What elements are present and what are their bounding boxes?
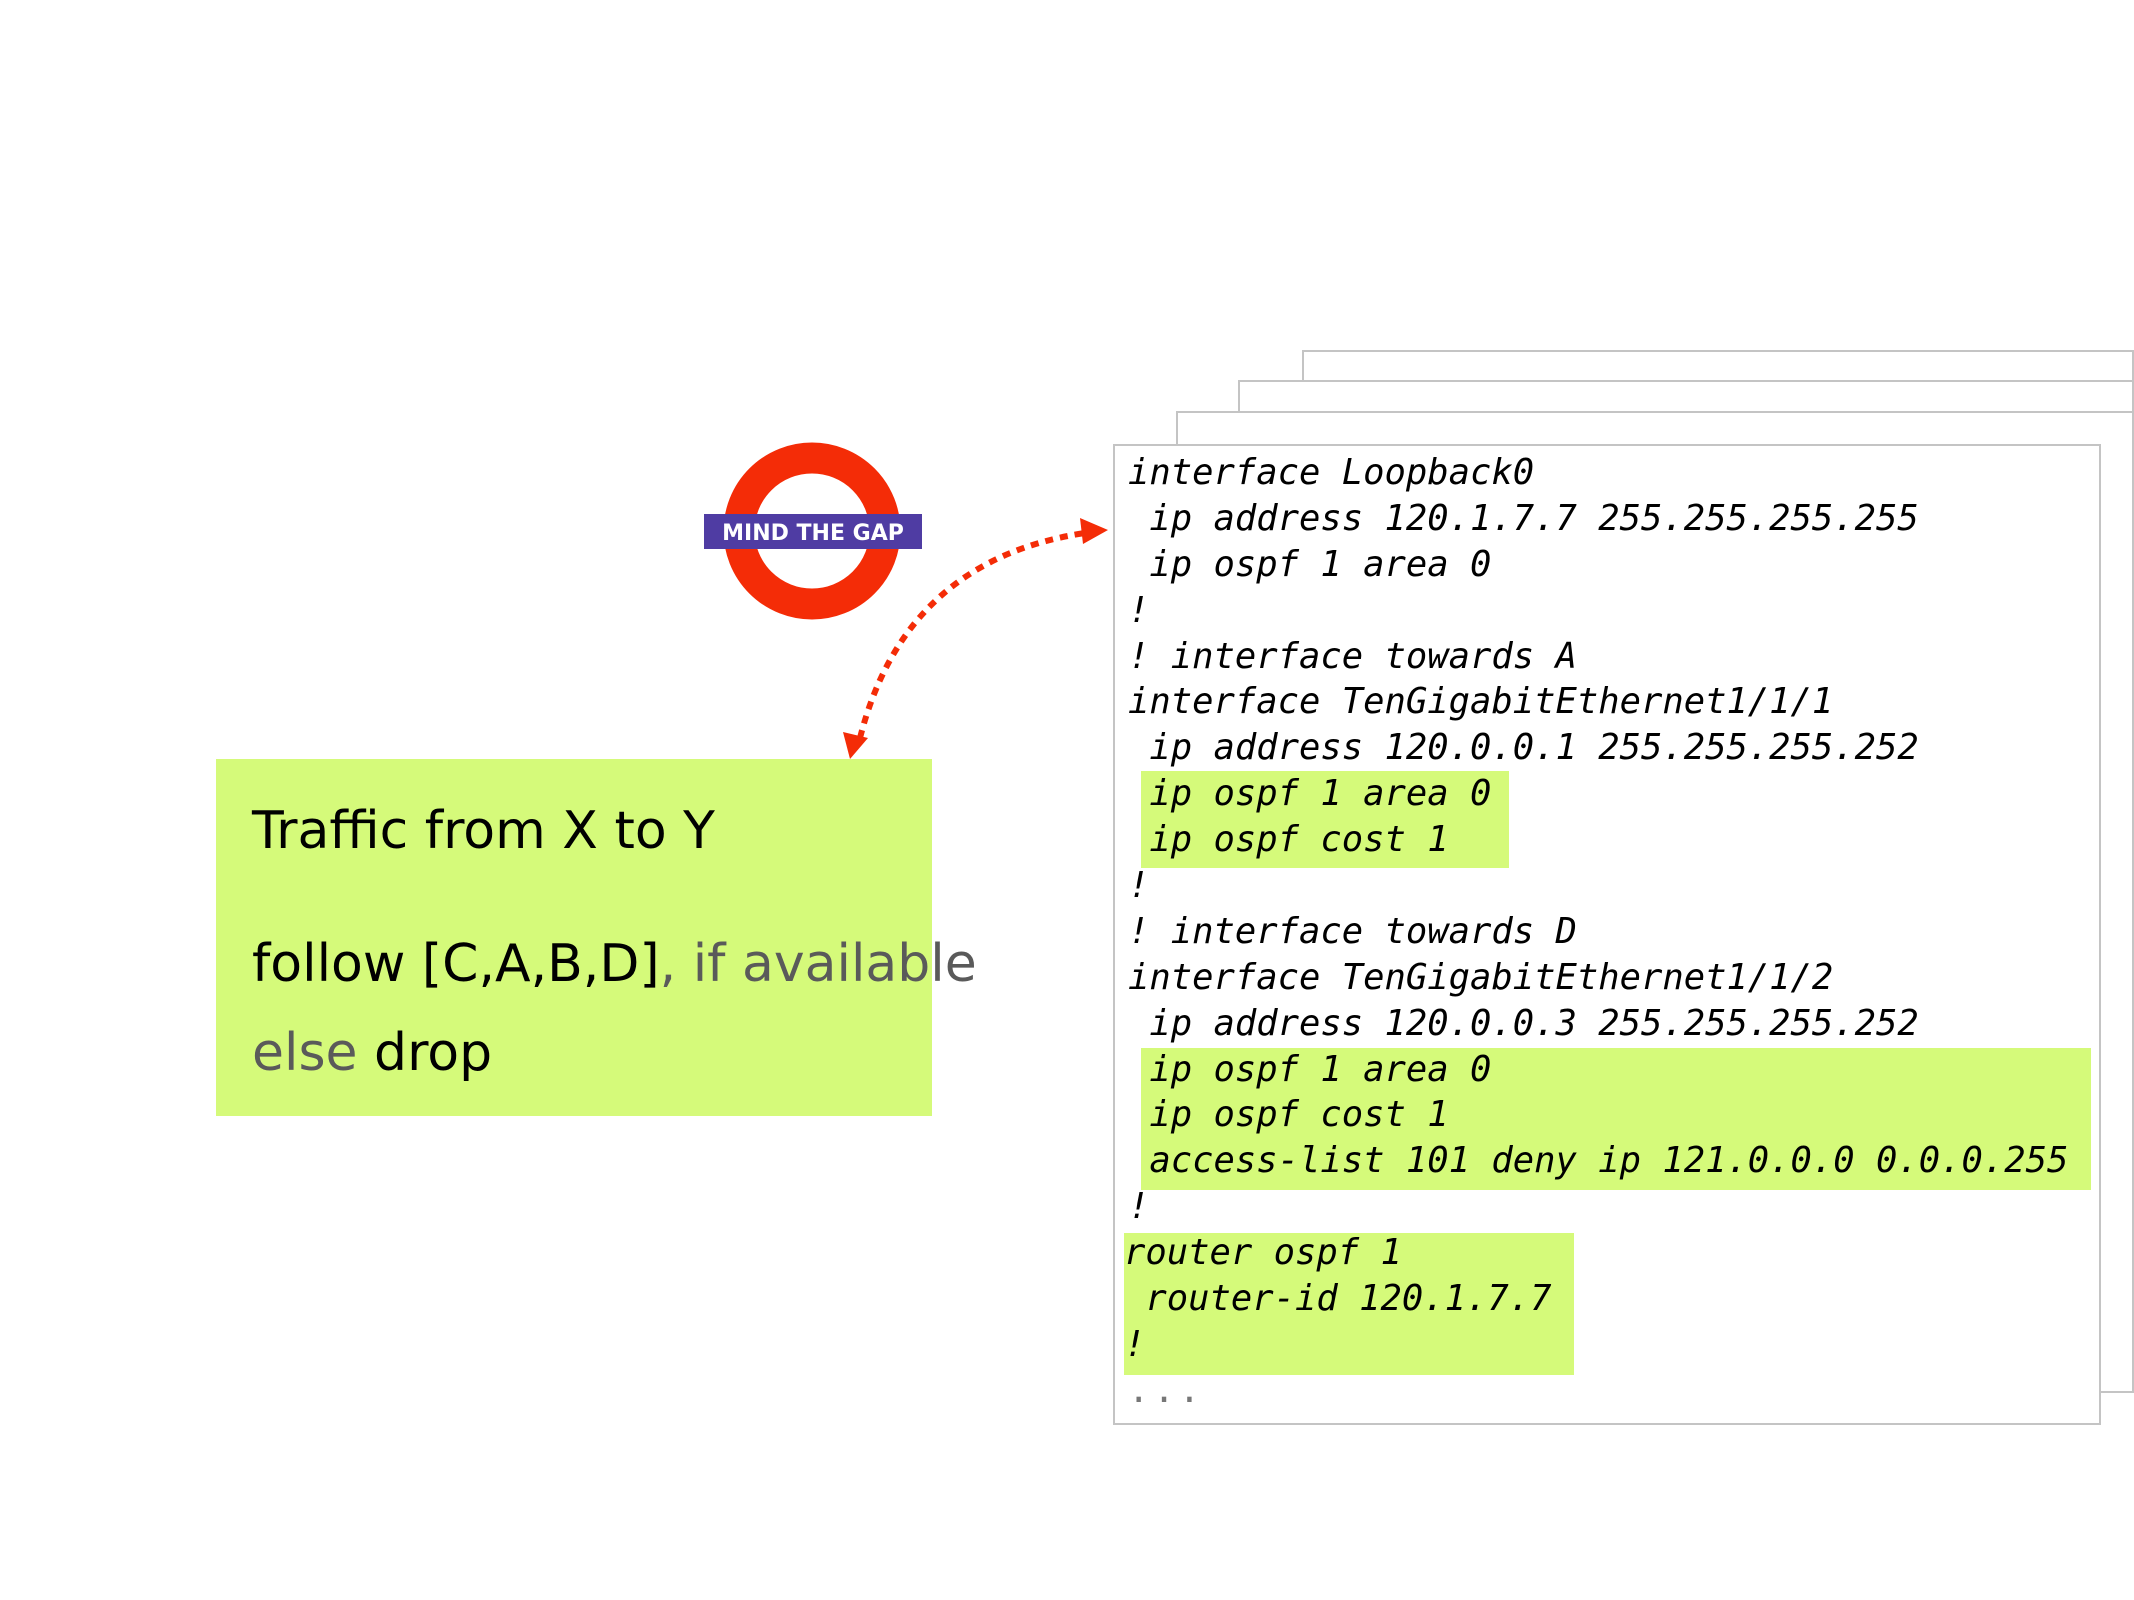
arrowhead-down xyxy=(843,732,868,759)
config-line: interface TenGigabitEthernet1/1/1 xyxy=(1128,681,1834,723)
config-line: router ospf 1 xyxy=(1124,1232,1402,1274)
config-line: ip address 120.1.7.7 255.255.255.255 xyxy=(1128,497,1919,539)
policy-rule: follow [C,A,B,D], if available xyxy=(252,934,977,994)
config-line: ip ospf 1 area 0 xyxy=(1128,773,1492,815)
config-line: ip ospf 1 area 0 xyxy=(1128,543,1492,585)
config-line: ! xyxy=(1128,865,1150,907)
config-line: ip ospf 1 area 0 xyxy=(1128,1048,1492,1090)
highlight-towards-a xyxy=(1141,771,1509,868)
mind-the-gap-logo: MIND THE GAP xyxy=(704,442,922,620)
router-config-page: interface Loopback0 ip address 120.1.7.7… xyxy=(1113,444,2101,1425)
policy-path: follow [C,A,B,D] xyxy=(252,934,660,994)
arrowhead-right xyxy=(1080,518,1108,544)
config-line: ip ospf cost 1 xyxy=(1128,1094,1449,1136)
config-line: ip address 120.0.0.1 255.255.255.252 xyxy=(1128,727,1919,769)
config-ellipsis: ... xyxy=(1128,1369,1205,1411)
highlight-towards-d xyxy=(1141,1048,2091,1190)
config-line: ! interface towards A xyxy=(1128,635,1577,677)
policy-fallback: else drop xyxy=(252,1023,492,1083)
config-line: ! xyxy=(1128,589,1150,631)
logo-text: MIND THE GAP xyxy=(722,521,904,546)
config-line: ip address 120.0.0.3 255.255.255.252 xyxy=(1128,1002,1919,1044)
policy-title: Traffic from X to Y xyxy=(252,801,715,861)
config-line: ! xyxy=(1128,1186,1150,1228)
highlight-router-ospf xyxy=(1124,1233,1574,1375)
config-line: ! interface towards D xyxy=(1128,910,1577,952)
traffic-policy-box: Traffic from X to Y follow [C,A,B,D], if… xyxy=(216,759,977,1116)
policy-condition: , if available xyxy=(659,934,977,994)
config-text: interface Loopback0 ip address 120.1.7.7… xyxy=(1124,450,2069,1414)
policy-drop: drop xyxy=(357,1023,493,1083)
config-line: router-id 120.1.7.7 xyxy=(1124,1278,1552,1320)
config-line: interface TenGigabitEthernet1/1/2 xyxy=(1128,956,1834,998)
policy-else: else xyxy=(252,1023,358,1083)
config-line: access-list 101 deny ip 121.0.0.0 0.0.0.… xyxy=(1128,1140,2069,1182)
config-line: ip ospf cost 1 xyxy=(1128,819,1449,861)
config-line: ! xyxy=(1124,1323,1146,1365)
config-line: interface Loopback0 xyxy=(1128,452,1535,493)
